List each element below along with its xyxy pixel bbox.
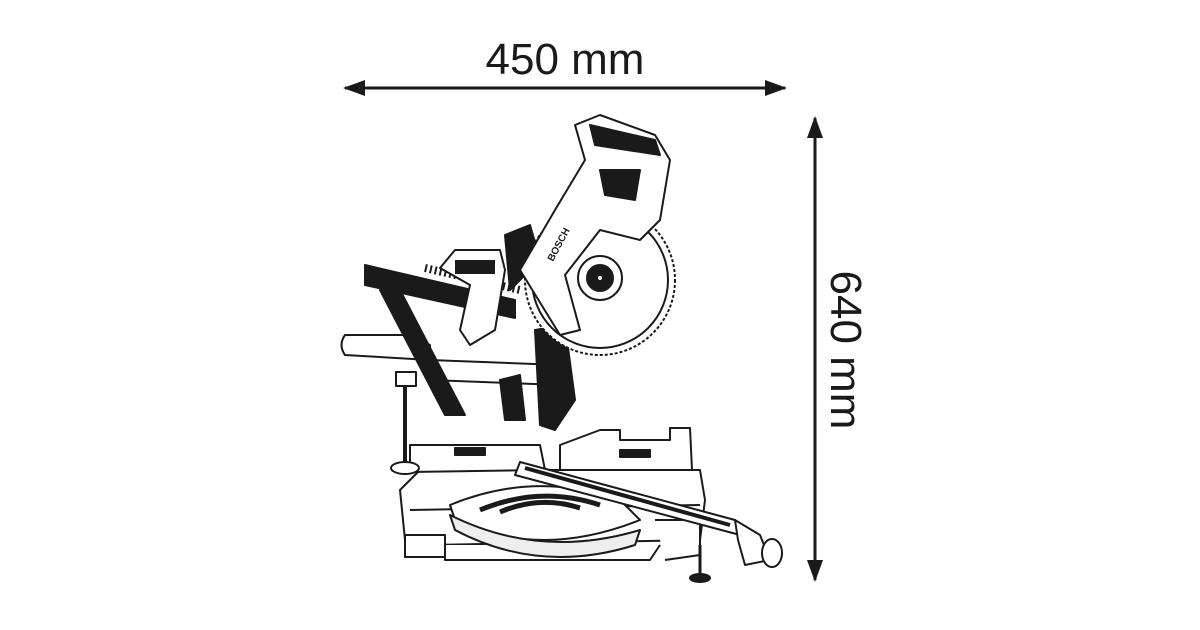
front-rail [514, 461, 783, 583]
turntable [449, 485, 641, 558]
height-stop [390, 371, 420, 475]
width-dimension-arrow [343, 80, 787, 96]
width-dimension-label: 450 mm [485, 35, 645, 84]
blade-guard-lower [499, 224, 576, 431]
fence [409, 427, 693, 473]
height-dimension-label: 640 mm [821, 270, 870, 430]
operating-handle [439, 249, 506, 346]
height-dimension-arrow [807, 116, 823, 582]
motor-housing [519, 114, 671, 336]
mitre-saw-illustration: BOSCH [340, 114, 783, 583]
